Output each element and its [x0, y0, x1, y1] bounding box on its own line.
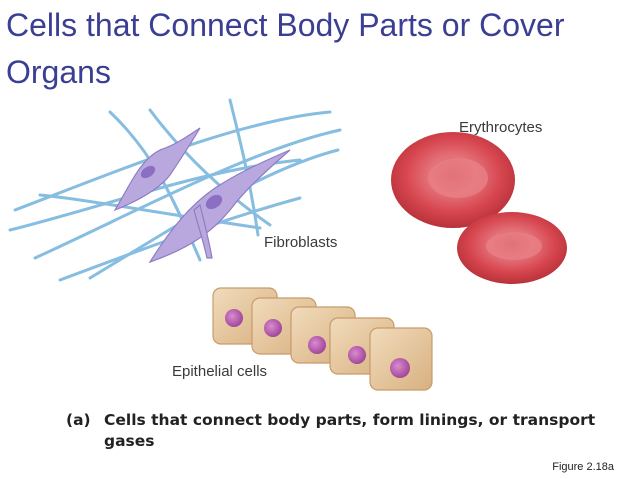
epithelial-nuclei	[225, 309, 410, 378]
epithelial-cells	[212, 287, 433, 391]
fibroblasts-label: Fibroblasts	[264, 234, 338, 251]
erythrocytes-label: Erythrocytes	[459, 119, 543, 136]
caption-text: Cells that connect body parts, form lini…	[104, 411, 596, 450]
slide-title: Cells that Connect Body Parts or Cover O…	[6, 7, 565, 90]
fibroblast-nuclei	[140, 165, 223, 210]
caption-tag: (a)	[66, 411, 91, 429]
epithelial-cells-label: Epithelial cells	[172, 363, 268, 380]
erythrocytes-cells	[391, 132, 567, 284]
collagen-fibers	[8, 98, 342, 282]
fibroblast-cells	[113, 127, 291, 264]
figure-reference: Figure 2.18a	[552, 461, 614, 473]
